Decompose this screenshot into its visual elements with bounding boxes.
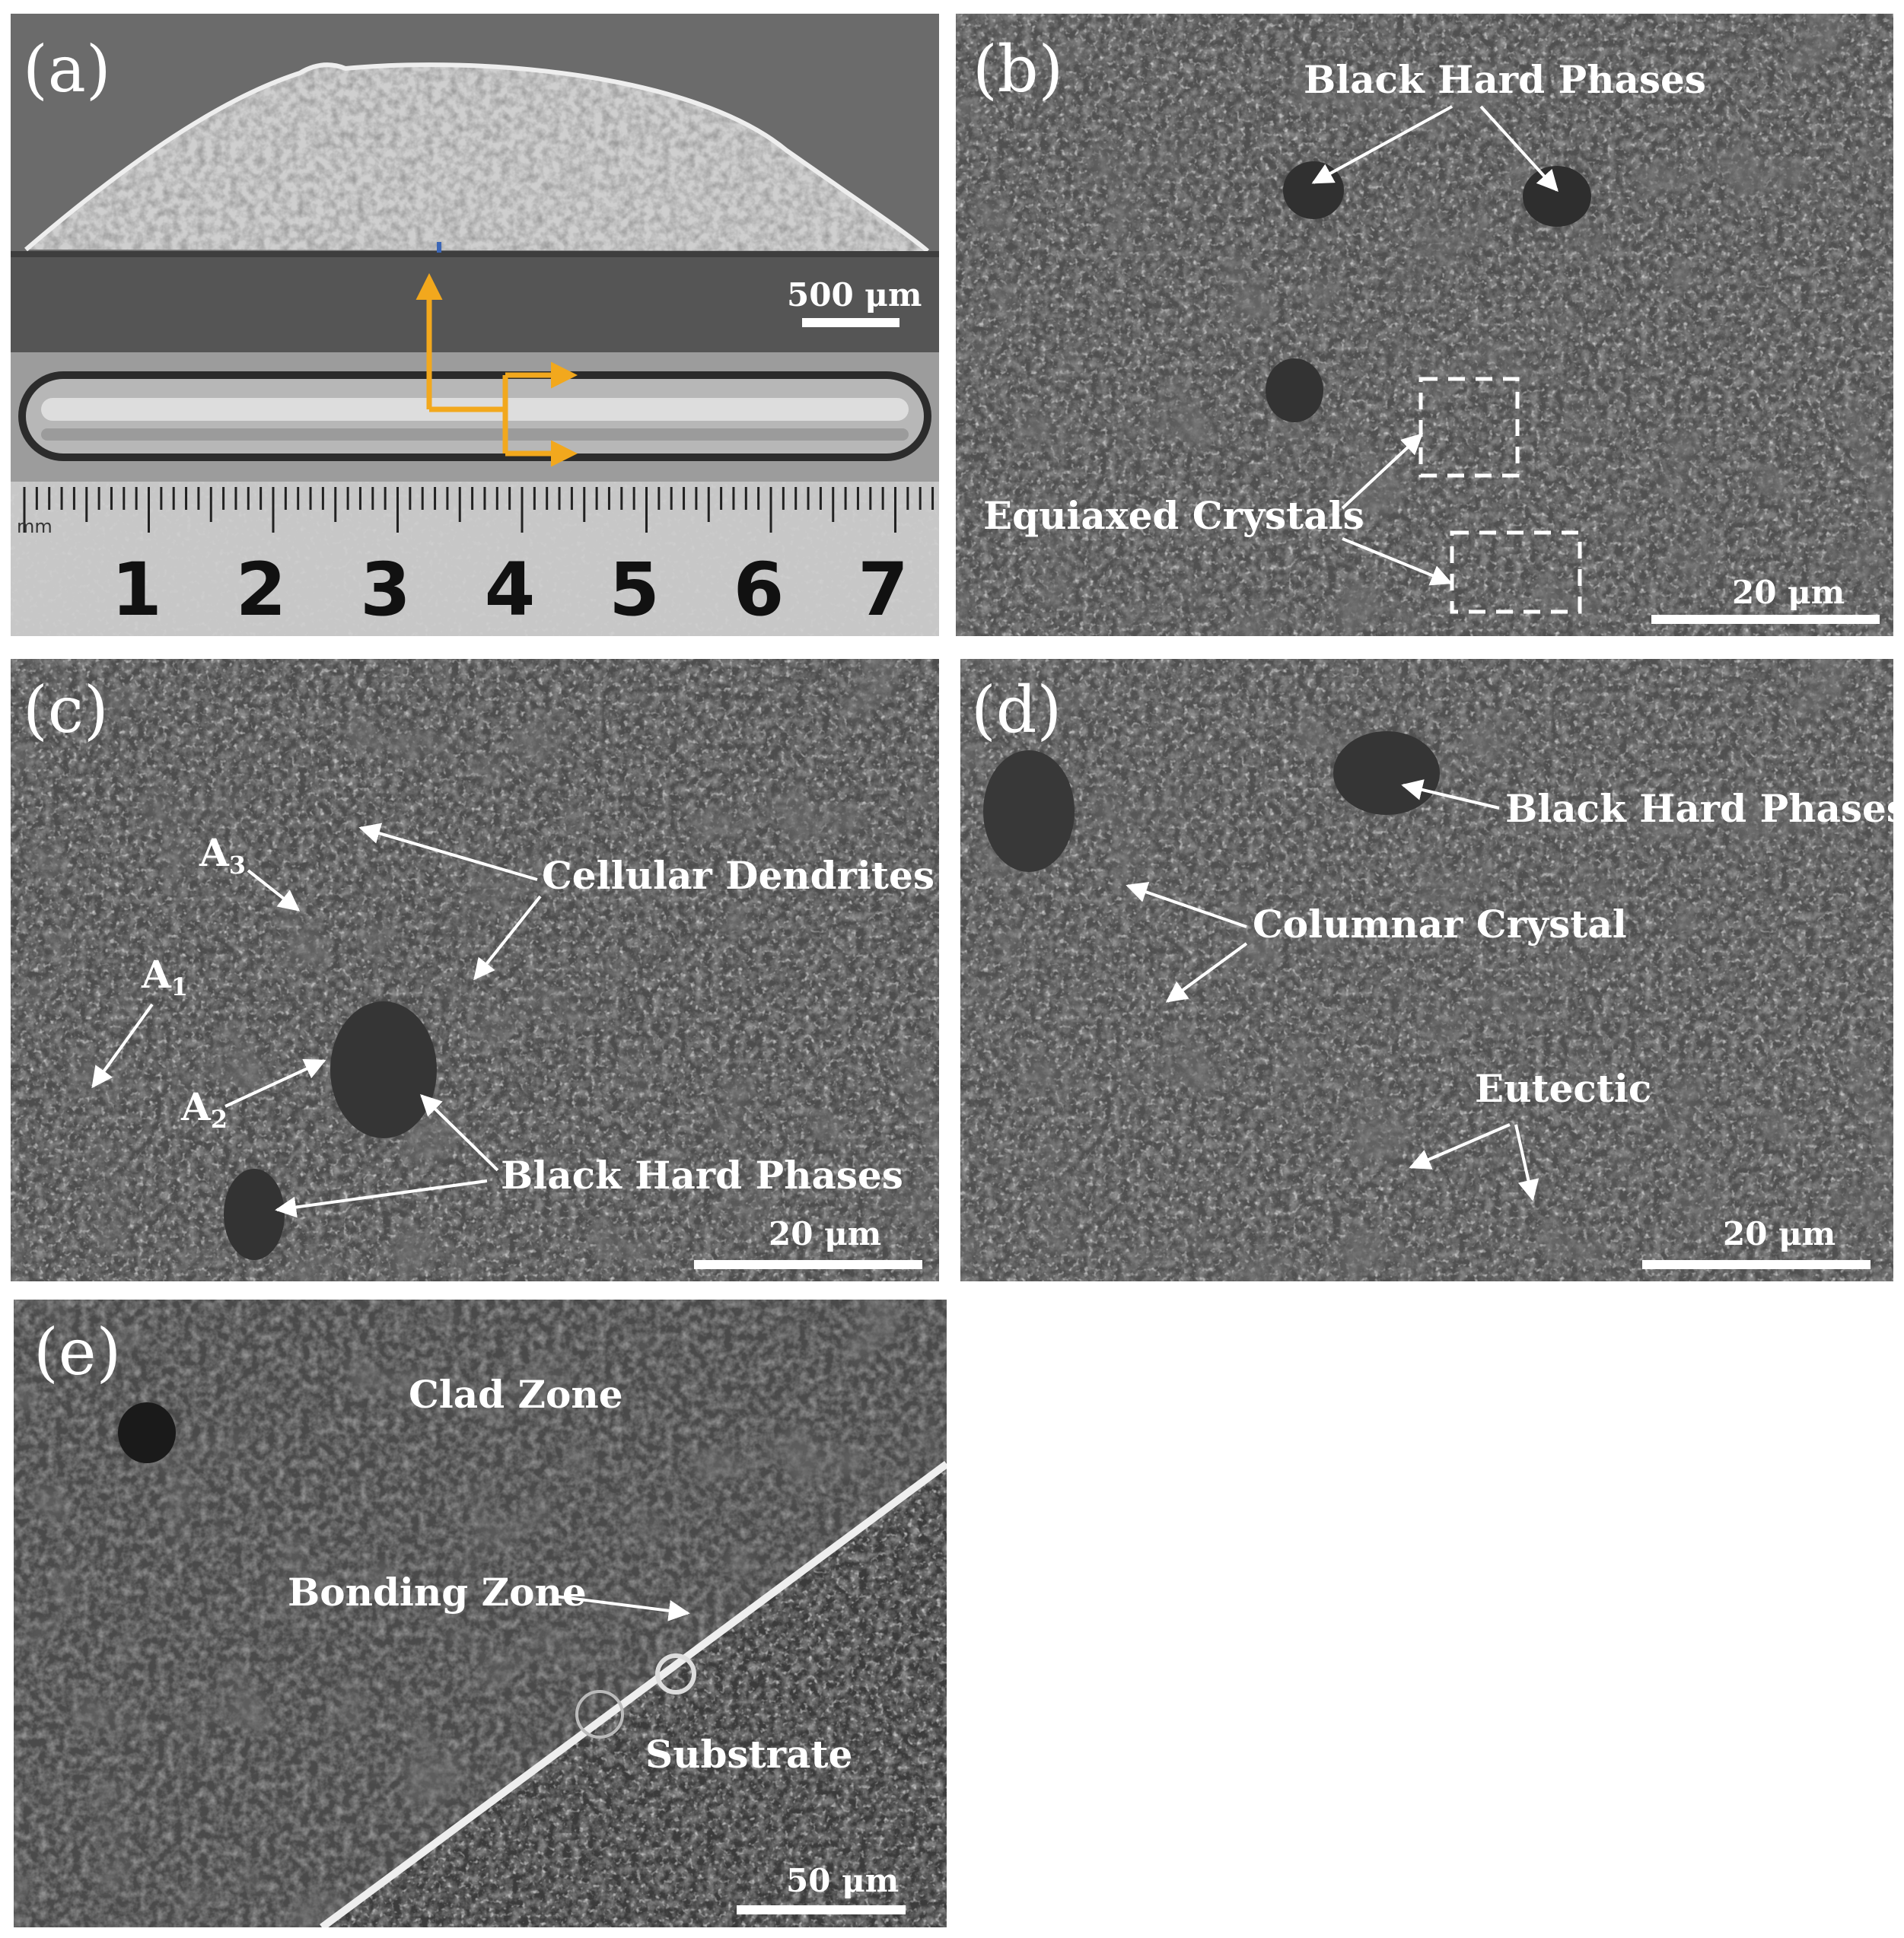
scale-bar-b [1651,615,1880,624]
panel-c-overlay: (c) Cellular Dendrites A3 A1 A2 Black Ha… [23,673,934,1269]
arrow-bhp-c-2 [275,1179,488,1218]
ruler-number: 2 [236,547,287,632]
label-eutectic: Eutectic [1475,1066,1651,1111]
panel-b-overlay: (b) Black Hard Phases Equiaxed Crystals … [973,32,1880,624]
scale-bar-label-e: 50 μm [786,1862,899,1899]
label-bonding-zone: Bonding Zone [288,1570,587,1615]
arrow-bhp-d [1401,779,1500,810]
arrow-columnar-2 [1165,942,1248,1003]
label-a3: A3 [199,830,246,880]
arrow-a1 [91,1003,154,1089]
arrow-cellular-2 [473,895,542,981]
scale-bar-label-b: 20 μm [1732,574,1845,611]
arrow-a3 [247,869,301,912]
scale-bar-label-d: 20 μm [1723,1215,1836,1252]
panel-d: (d) Black Hard Phases Columnar Crystal E… [960,659,1893,1281]
label-clad-zone: Clad Zone [409,1372,623,1417]
sem-image-e [14,1300,947,1927]
ruler-number: 1 [111,547,162,632]
arrow-equiaxed-1 [1341,433,1424,510]
label-cellular-dendrites: Cellular Dendrites [542,853,934,898]
panel-e-overlay: (e) Clad Zone Bonding Zone Substrate 50 … [33,1315,906,1914]
equiaxed-box-1 [1418,377,1520,478]
panel-d-overlay: (d) Black Hard Phases Columnar Crystal E… [971,673,1893,1269]
sem-image-c [11,659,939,1281]
arrow-bhp-c-1 [420,1094,499,1172]
panel-e: (e) Clad Zone Bonding Zone Substrate 50 … [14,1300,947,1927]
label-a1: A1 [141,952,188,1001]
scale-bar-d [1642,1260,1871,1269]
ruler-number: 4 [485,547,536,632]
arrow-eutectic-2 [1514,1124,1539,1201]
ruler-number: 3 [360,547,411,632]
label-columnar-crystal: Columnar Crystal [1253,902,1627,947]
scale-bar-e [737,1905,906,1914]
label-black-hard-phases-c: Black Hard Phases [501,1153,903,1198]
arrow-cellular-1 [358,823,538,881]
ruler-unit-label: mm [17,516,53,537]
panel-c: (c) Cellular Dendrites A3 A1 A2 Black Ha… [11,659,939,1281]
arrow-eutectic-1 [1409,1123,1511,1169]
arrow-a2 [224,1058,326,1108]
scale-bar-label-a: 500 μm [787,276,922,313]
panel-label-a: (a) [23,32,111,107]
ruler-ticks [23,487,934,533]
panel-label-c: (c) [23,673,109,747]
panel-b: (b) Black Hard Phases Equiaxed Crystals … [956,14,1893,636]
ruler-number: 7 [858,547,909,632]
scale-bar-label-c: 20 μm [769,1215,881,1252]
label-equiaxed-crystals: Equiaxed Crystals [983,493,1364,538]
arrow-columnar-1 [1126,882,1247,928]
label-black-hard-phases-b: Black Hard Phases [1304,57,1706,102]
equiaxed-box-2 [1450,530,1582,614]
ruler-number: 6 [734,547,785,632]
label-black-hard-phases-d: Black Hard Phases [1505,786,1893,831]
sem-image-d [960,659,1893,1281]
panel-label-b: (b) [973,32,1063,107]
scale-bar-c [694,1260,922,1269]
ruler-number: 5 [609,547,660,632]
scale-bar-a [802,318,899,327]
arrow-bhp-b-2 [1479,105,1559,193]
panel-label-e: (e) [33,1315,121,1389]
panel-label-d: (d) [971,673,1062,747]
arrow-bhp-b-1 [1311,105,1453,184]
label-a2: A2 [180,1084,228,1134]
label-substrate: Substrate [645,1732,852,1777]
arrow-equiaxed-2 [1342,537,1453,586]
arrow-bonding-zone [555,1595,690,1621]
sem-image-b [956,14,1893,636]
